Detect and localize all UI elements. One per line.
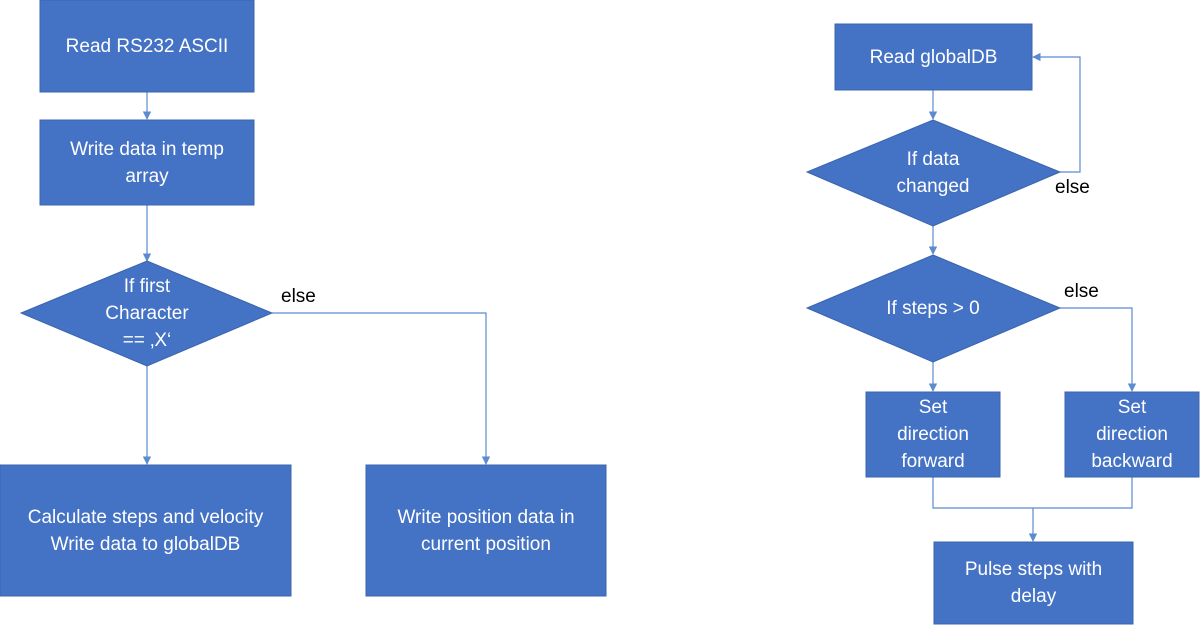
node-pulse-steps [933, 541, 1134, 625]
node-read-globaldb [834, 23, 1033, 91]
node-set-backward [1064, 391, 1200, 478]
edge-if-else-to-position [272, 312, 491, 465]
node-write-temp [39, 119, 255, 206]
node-if-steps [805, 254, 1062, 363]
edge-backward-to-pulse [1033, 477, 1133, 509]
edge-label-data-changed-else: else [1055, 177, 1090, 198]
node-set-forward [865, 391, 1001, 478]
edge-ifsteps-else-to-backward [1060, 307, 1137, 392]
edge-label-steps-else: else [1064, 281, 1099, 302]
node-calc-steps [0, 464, 292, 597]
node-write-position [365, 464, 607, 597]
edge-ifchanged-else-loop [1032, 52, 1081, 173]
connectors [142, 52, 1137, 542]
node-if-data-changed [805, 119, 1062, 227]
edge-label-first-char-else: else [281, 286, 316, 307]
node-read-rs232 [39, 0, 255, 93]
node-if-first-char [19, 260, 274, 367]
edge-forward-to-pulse [932, 477, 1038, 542]
